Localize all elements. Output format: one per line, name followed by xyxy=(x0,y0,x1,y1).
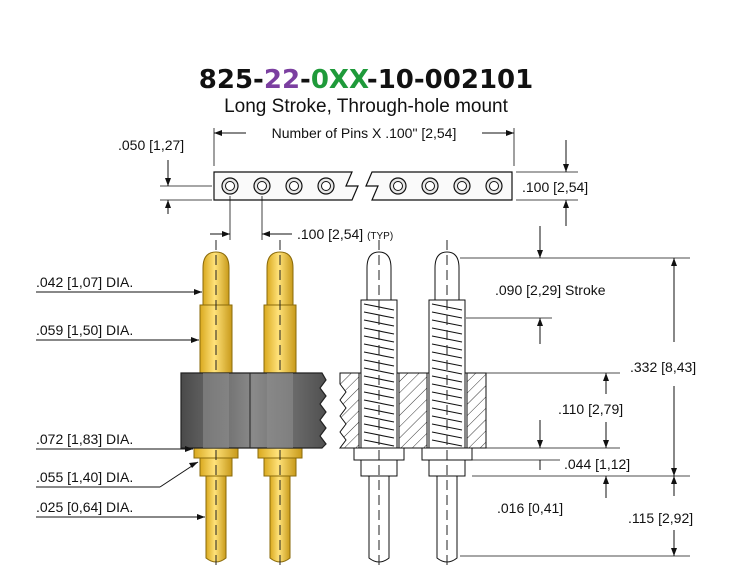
collar-height-label: .044 [1,12] xyxy=(564,456,630,472)
num-pins-label: Number of Pins X .100" [2,54] xyxy=(272,125,457,141)
step-height-label: .016 [0,41] xyxy=(497,500,563,516)
part-number-dash: - xyxy=(300,65,311,95)
cross-section xyxy=(339,240,487,568)
tip-dia-label: .042 [1,07] DIA. xyxy=(36,274,133,290)
part-number-base: 825- xyxy=(199,65,264,95)
part-number-title: 825-22-0XX-10-002101 xyxy=(199,65,533,95)
tail-length-label: .115 [2,92] xyxy=(628,510,693,526)
part-number-segment-1: 22 xyxy=(264,65,300,95)
stroke-label: .090 [2,29] Stroke xyxy=(495,282,606,298)
tail-dia-2-label: .025 [0,64] DIA. xyxy=(36,499,133,515)
subtitle: Long Stroke, Through-hole mount xyxy=(224,96,508,117)
part-number-rest: -10-002101 xyxy=(367,65,533,95)
top-pitch-label: .050 [1,27] xyxy=(118,137,184,153)
height-label: .100 [2,54] xyxy=(522,179,588,195)
right-dimensions: .090 [2,29] Stroke .332 [8,43] .110 [2,7… xyxy=(460,226,696,557)
collar-dia-label: .072 [1,83] DIA. xyxy=(36,431,133,447)
overall-length-label: .332 [8,43] xyxy=(630,359,696,375)
top-view-holes xyxy=(221,177,503,195)
gold-pin-right xyxy=(257,240,303,568)
body-dia-label: .059 [1,50] DIA. xyxy=(36,322,133,338)
tail-dia-1-label: .055 [1,40] DIA. xyxy=(36,469,133,485)
insulator-block xyxy=(180,372,327,449)
insulator-height-label: .110 [2,79] xyxy=(558,401,623,417)
left-callouts: .042 [1,07] DIA. .059 [1,50] DIA. .072 [… xyxy=(36,274,205,520)
pitch-label: .100 [2,54] (TYP) xyxy=(297,226,393,242)
part-number-segment-2: 0XX xyxy=(311,65,369,95)
top-view-strip: Number of Pins X .100" [2,54] .050 [1,27… xyxy=(118,125,588,242)
